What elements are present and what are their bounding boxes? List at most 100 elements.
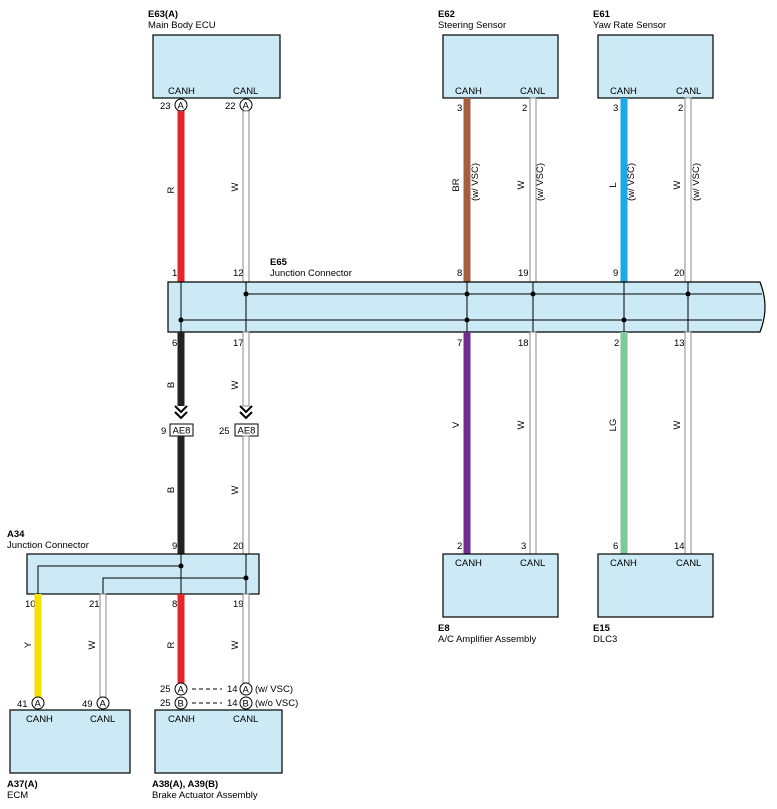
- steering-sensor-pin-h: 3: [457, 103, 462, 114]
- main-body-ecu-conn-l: A: [243, 101, 250, 112]
- junction-a34: A34 Junction Connector 9 20 10 21 8 19: [7, 529, 260, 610]
- brake-row-b-pin-l: 14: [227, 698, 238, 709]
- junction-dot: [530, 291, 536, 297]
- yaw-rate-sensor: E61 Yaw Rate Sensor CANH CANL 3 2: [593, 9, 714, 114]
- junction-a34-name: Junction Connector: [7, 540, 89, 551]
- brake-actuator-canl: CANL: [233, 714, 258, 725]
- brake-row-a-note: (w/ VSC): [255, 684, 293, 695]
- main-body-ecu-conn-h: A: [178, 101, 185, 112]
- e65-pin: 1: [172, 268, 177, 279]
- ecm-canl: CANL: [90, 714, 115, 725]
- wire-ecm-canl: [99, 593, 107, 698]
- a34-pin: 8: [172, 599, 177, 610]
- ac-amplifier: 2 3 CANH CANL E8 A/C Amplifier Assembly: [438, 541, 559, 645]
- wire-yaw-canh-note: (w/ VSC): [626, 163, 637, 201]
- main-body-ecu-code: E63(A): [148, 9, 178, 20]
- wire-ecm-canl-color: W: [87, 640, 98, 649]
- e65-pin: 2: [614, 338, 619, 349]
- dlc3-code: E15: [593, 623, 611, 634]
- junction-e65-name: Junction Connector: [270, 268, 352, 279]
- yaw-rate-sensor-pin-h: 3: [613, 103, 618, 114]
- wire-dlc-canl-color: W: [672, 420, 683, 429]
- main-body-ecu-canh: CANH: [168, 86, 195, 97]
- a34-pin: 19: [233, 599, 244, 610]
- connector-circle: [96, 696, 110, 710]
- ae8-chevron-right: [239, 405, 253, 420]
- junction-dot: [685, 291, 691, 297]
- steering-sensor-canh: CANH: [455, 86, 482, 97]
- wire-ac-canl-color: W: [516, 420, 527, 429]
- wire-ecm-canh-color: Y: [23, 641, 34, 648]
- wire-yaw-canl-color: W: [672, 180, 683, 189]
- ecm-conn-h: A: [35, 699, 42, 710]
- wire-brake-canl-color: W: [230, 640, 241, 649]
- wire-steer-canh-color: BR: [451, 178, 462, 191]
- connector-circle: [174, 682, 188, 696]
- e65-pin: 18: [518, 338, 529, 349]
- ac-amplifier-canl: CANL: [520, 558, 545, 569]
- wire-e65-ae8-canh-color: B: [166, 382, 177, 388]
- wire-e65-ae8-canl: [242, 331, 250, 407]
- ac-amplifier-box: [442, 553, 559, 618]
- wire-ae8-a34-canl-color: W: [230, 485, 241, 494]
- a34-pin: 9: [172, 541, 177, 552]
- ae8-label-left: AE8: [173, 426, 191, 437]
- a34-canl-internal: [102, 554, 247, 594]
- brake-row-a-pin-h: 25: [160, 684, 171, 695]
- ecm-code: A37(A): [7, 779, 38, 790]
- main-body-ecu-box: [152, 34, 281, 99]
- a34-pin: 20: [233, 541, 244, 552]
- ae8-pin-left: 9: [161, 426, 166, 437]
- brake-row-b-pin-h: 25: [160, 698, 171, 709]
- yaw-rate-sensor-code: E61: [593, 9, 611, 20]
- brake-row-a-conn-h: A: [178, 685, 185, 696]
- ecm-pin-h: 41: [17, 699, 28, 710]
- dlc3-name: DLC3: [593, 634, 617, 645]
- yaw-rate-sensor-canh: CANH: [610, 86, 637, 97]
- ac-amplifier-pin-h: 2: [457, 541, 462, 552]
- e65-pin: 13: [674, 338, 685, 349]
- brake-actuator-name: Brake Actuator Assembly: [152, 790, 258, 801]
- ac-amplifier-name: A/C Amplifier Assembly: [438, 634, 536, 645]
- dlc3-canl: CANL: [676, 558, 701, 569]
- ecm-box: [9, 709, 131, 774]
- wire-ecu-canl-color: W: [230, 182, 241, 191]
- connector-circle: [174, 696, 188, 710]
- wire-ecu-canh-color: R: [166, 186, 177, 193]
- yaw-rate-sensor-box: [597, 34, 714, 99]
- yaw-rate-sensor-name: Yaw Rate Sensor: [593, 20, 666, 31]
- yaw-rate-sensor-pin-l: 2: [678, 103, 683, 114]
- a34-canh-internal: [37, 554, 182, 594]
- connector-circle: [239, 682, 253, 696]
- junction-a34-code: A34: [7, 529, 25, 540]
- junction-e65-code: E65: [270, 257, 288, 268]
- e65-pin: 19: [518, 268, 529, 279]
- ae8-pin-right: 25: [219, 426, 230, 437]
- wire-dlc-canl: [684, 331, 692, 555]
- brake-actuator-code: A38(A), A39(B): [152, 779, 218, 790]
- e65-pin: 7: [457, 338, 462, 349]
- ecm-name: ECM: [7, 790, 28, 801]
- junction-e65: E65 Junction Connector 1 12 8 19 9 20 6 …: [167, 257, 766, 349]
- main-body-ecu-canl: CANL: [233, 86, 258, 97]
- junction-dot: [243, 575, 249, 581]
- ac-amplifier-canh: CANH: [455, 558, 482, 569]
- yaw-rate-sensor-canl: CANL: [676, 86, 701, 97]
- steering-sensor-code: E62: [438, 9, 455, 20]
- dlc3-box: [597, 553, 714, 618]
- wire-ae8-a34-canh-color: B: [166, 487, 177, 493]
- wire-yaw-canl-note: (w/ VSC): [691, 163, 702, 201]
- e65-pin: 12: [233, 268, 244, 279]
- wire-ac-canh-color: V: [451, 421, 462, 428]
- brake-row-a-conn-l: A: [243, 685, 250, 696]
- ae8-label-right: AE8: [238, 426, 256, 437]
- dlc3-canh: CANH: [610, 558, 637, 569]
- steering-sensor-canl: CANL: [520, 86, 545, 97]
- junction-dot: [178, 563, 184, 569]
- brake-actuator: 25 A 14 A (w/ VSC) 25 B 14 B (w/o VSC) C…: [152, 682, 298, 801]
- connector-circle: [239, 696, 253, 710]
- wire-steer-canh-note: (w/ VSC): [470, 163, 481, 201]
- main-body-ecu-pin-h: 23: [160, 101, 171, 112]
- brake-actuator-box: [154, 709, 283, 774]
